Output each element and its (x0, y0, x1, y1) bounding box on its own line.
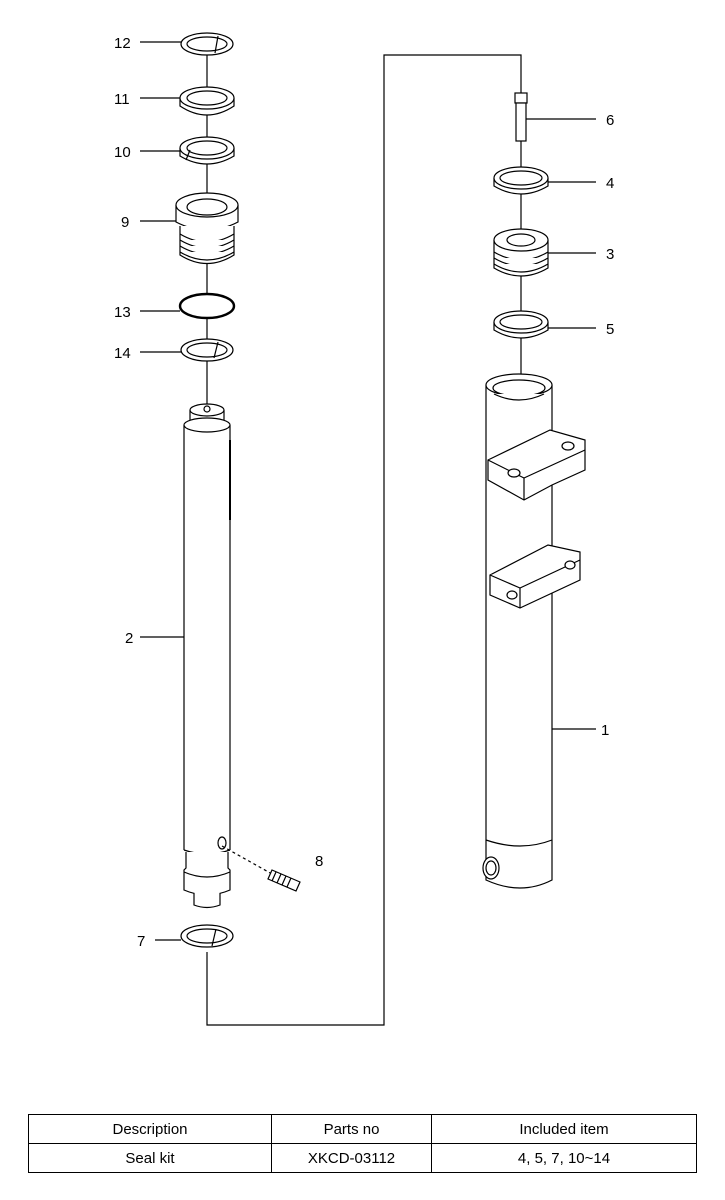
cell-included-item: 4, 5, 7, 10~14 (431, 1143, 697, 1173)
part-11-wiper-ring (179, 86, 235, 116)
part-12-retaining-ring (180, 32, 234, 56)
callout-5: 5 (606, 321, 614, 338)
callout-8: 8 (315, 853, 323, 870)
callout-2: 2 (125, 630, 133, 647)
callout-9: 9 (121, 214, 129, 231)
part-5-ring (493, 310, 549, 339)
cell-description: Seal kit (28, 1143, 272, 1173)
part-1-cylinder-tube (482, 373, 586, 889)
cell-parts-no: XKCD-03112 (271, 1143, 432, 1173)
callout-10: 10 (114, 144, 131, 161)
part-8-set-screw (221, 845, 301, 892)
callout-3: 3 (606, 246, 614, 263)
part-13-o-ring (178, 292, 236, 320)
column-header-included-item: Included item (431, 1114, 697, 1144)
leader-lines (140, 41, 596, 941)
column-header-description: Description (28, 1114, 272, 1144)
part-7-retaining-ring (180, 924, 234, 948)
callout-4: 4 (606, 175, 614, 192)
part-2-piston-rod (183, 403, 231, 909)
callout-7: 7 (137, 933, 145, 950)
table-row: Seal kit XKCD-03112 4, 5, 7, 10~14 (28, 1143, 697, 1173)
exploded-parts-diagram: 12 11 10 9 13 14 2 8 7 6 4 3 5 1 (114, 32, 614, 1026)
callout-labels: 12 11 10 9 13 14 2 8 7 6 4 3 5 1 (114, 35, 614, 950)
part-9-gland (175, 192, 239, 265)
callout-14: 14 (114, 345, 131, 362)
part-6-pin (514, 92, 528, 142)
callout-1: 1 (601, 722, 609, 739)
callout-12: 12 (114, 35, 131, 52)
callout-11: 11 (114, 91, 130, 108)
part-4-ring (493, 166, 549, 195)
table-header-row: Description Parts no Included item (28, 1114, 697, 1144)
assembly-connector-line (206, 54, 522, 1026)
part-10-split-ring (179, 136, 235, 165)
part-3-piston (493, 228, 549, 277)
part-14-backup-ring (180, 338, 234, 362)
parts-table: Description Parts no Included item Seal … (28, 1114, 697, 1173)
callout-6: 6 (606, 112, 614, 129)
callout-13: 13 (114, 304, 131, 321)
column-header-parts-no: Parts no (271, 1114, 432, 1144)
